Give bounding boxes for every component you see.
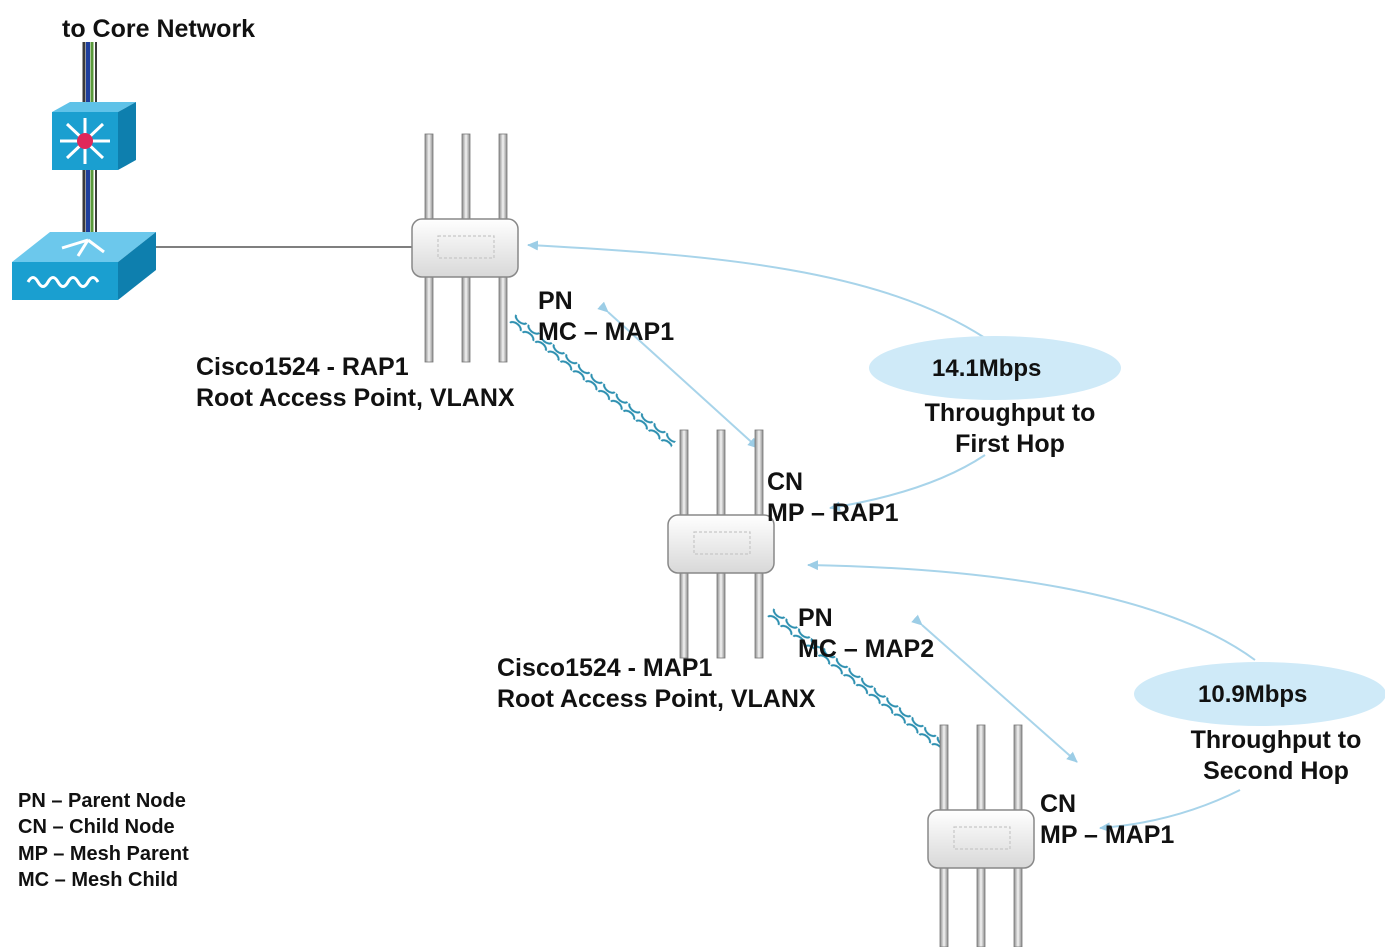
rap1-role: Root Access Point, VLANX [196, 383, 515, 412]
link1-child-label: CN MP – RAP1 [767, 467, 899, 528]
link1-mp: MP – RAP1 [767, 498, 899, 527]
throughput2-caption: Throughput to Second Hop [1172, 725, 1380, 786]
map1-name: Cisco1524 - MAP1 [497, 654, 713, 682]
link2-child-label: CN MP – MAP1 [1040, 789, 1174, 850]
throughput2-line1: Throughput to [1190, 726, 1362, 754]
hop1-forward-arrow [829, 454, 986, 512]
throughput1-line2: First Hop [955, 429, 1065, 458]
link1-mc: MC – MAP1 [538, 317, 675, 346]
legend-item: PN – Parent Node [18, 790, 186, 812]
wireless-link-map1-map2 [766, 608, 947, 752]
access-point-map2-icon [927, 724, 1035, 947]
hop1-link-arrow [597, 301, 759, 449]
link2-parent-label: PN MC – MAP2 [798, 603, 934, 664]
link1-parent-label: PN MC – MAP1 [538, 286, 674, 347]
hop1-return-arrow [527, 240, 986, 339]
legend-item: MC – Mesh Child [18, 869, 179, 892]
link1-cn: CN [767, 468, 804, 496]
link2-cn: CN [1040, 790, 1077, 818]
throughput2-line2: Second Hop [1203, 756, 1349, 785]
link2-pn: PN [798, 604, 833, 632]
throughput1-value: 14.1Mbps [932, 355, 1042, 382]
map1-role: Root Access Point, VLANX [497, 684, 816, 713]
hop2-link-arrow [911, 614, 1078, 763]
link1-pn: PN [538, 287, 573, 315]
rap1-label: Cisco1524 - RAP1 Root Access Point, VLAN… [196, 352, 515, 413]
access-point-rap1-icon [411, 133, 519, 363]
link2-mc: MC – MAP2 [798, 634, 935, 663]
access-point-map1-icon [667, 429, 775, 659]
throughput2-bubble [1134, 662, 1385, 726]
map1-label: Cisco1524 - MAP1 Root Access Point, VLAN… [497, 653, 816, 714]
legend: PN – Parent Node CN – Child Node MP – Me… [18, 788, 189, 894]
rap1-name: Cisco1524 - RAP1 [196, 353, 409, 381]
wireless-controller-icon [12, 232, 156, 300]
throughput1-bubble [869, 336, 1121, 400]
throughput2-value: 10.9Mbps [1198, 681, 1308, 708]
link2-mp: MP – MAP1 [1040, 820, 1175, 849]
legend-item: CN – Child Node [18, 816, 175, 839]
throughput1-caption: Throughput to First Hop [910, 398, 1110, 459]
switch-icon [52, 102, 136, 170]
hop2-return-arrow [807, 560, 1256, 661]
throughput1-line1: Throughput to [924, 399, 1096, 427]
core-network-label: to Core Network [62, 15, 256, 43]
hop2-forward-arrow [1099, 789, 1241, 833]
legend-item: MP – Mesh Parent [18, 842, 189, 865]
